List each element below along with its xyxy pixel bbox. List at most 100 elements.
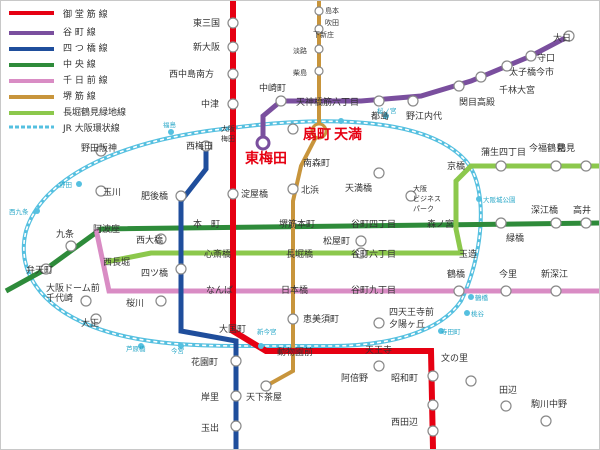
label-nipponbashi: 日本橋 [281, 284, 308, 296]
jr-marker [438, 328, 444, 334]
station-marker[interactable] [95, 145, 107, 157]
label-tanimachi4: 谷町四丁目 [351, 219, 396, 230]
label-tenma-highlight: 天満 [334, 126, 362, 143]
legend-sakaisuji: 堺 筋 線 [63, 90, 96, 102]
label-osakaumeda-1: 大阪 [221, 124, 235, 133]
label-shinsaibashi: 心斎橋 [204, 248, 231, 260]
label-nishiumeda: 西梅田 [186, 140, 213, 152]
station-marker[interactable] [230, 390, 242, 402]
station-marker[interactable] [550, 217, 562, 229]
station-marker[interactable] [155, 233, 167, 245]
station-marker[interactable] [373, 167, 385, 179]
station-marker[interactable] [540, 415, 552, 427]
jr-label-teradacho: 寺田町 [441, 328, 461, 336]
station-marker-ougimachi[interactable] [310, 122, 328, 140]
station-marker[interactable] [580, 160, 592, 172]
label-hokko: 島本 [325, 6, 339, 15]
station-marker[interactable] [287, 183, 299, 195]
station-marker[interactable] [230, 355, 242, 367]
station-marker[interactable] [407, 95, 419, 107]
station-marker[interactable] [355, 235, 367, 247]
jr-label-imamiya: 今宮 [171, 346, 184, 355]
station-marker[interactable] [314, 6, 324, 16]
jr-label-momodani: 桃谷 [471, 309, 485, 318]
station-marker[interactable] [495, 160, 507, 172]
jr-marker [76, 181, 82, 187]
station-marker[interactable] [287, 123, 299, 135]
legend-yotsubashi: 四 つ 橋 線 [63, 42, 108, 54]
station-marker[interactable] [580, 217, 592, 229]
station-marker[interactable] [227, 188, 239, 200]
station-marker[interactable] [373, 317, 385, 329]
station-marker[interactable] [227, 98, 239, 110]
station-marker[interactable] [427, 425, 439, 437]
station-marker[interactable] [155, 295, 167, 307]
label-tanimachi6: 谷町六丁目 [351, 248, 396, 260]
legend-chuo: 中 央 線 [63, 58, 96, 70]
jr-marker-tenma [338, 118, 344, 124]
station-marker[interactable] [275, 95, 287, 107]
station-marker[interactable] [563, 30, 575, 42]
station-marker[interactable] [230, 420, 242, 432]
label-honmachi: 本 町 [193, 218, 220, 230]
label-nishitanabe: 西田辺 [391, 417, 418, 428]
jr-label-ashiharabashi: 芦原橋 [126, 344, 146, 353]
station-marker[interactable] [550, 160, 562, 172]
label-minamimorimachi: 南森町 [303, 157, 330, 169]
jr-label-tsuruhashi: 鶴橋 [475, 293, 489, 302]
label-tenmabashi: 天満橋 [345, 182, 372, 194]
label-shinosaka: 新大阪 [193, 41, 220, 53]
station-marker[interactable] [260, 380, 272, 392]
station-marker[interactable] [227, 68, 239, 80]
station-marker[interactable] [90, 313, 102, 325]
station-marker[interactable] [227, 17, 239, 29]
label-sakaisujihonmachi: 堺筋本町 [279, 218, 315, 230]
label-ougimachi-highlight: 扇町 [303, 126, 331, 143]
station-marker[interactable] [373, 95, 385, 107]
jr-marker [258, 343, 264, 349]
station-marker[interactable] [175, 190, 187, 202]
jr-marker [138, 343, 144, 349]
station-marker[interactable] [501, 60, 513, 72]
station-marker[interactable] [314, 66, 324, 76]
station-marker[interactable] [495, 217, 507, 229]
station-marker[interactable] [287, 313, 299, 325]
station-marker[interactable] [550, 285, 562, 297]
station-marker[interactable] [95, 185, 107, 197]
station-marker-higashiumeda[interactable] [255, 135, 271, 151]
station-marker[interactable] [227, 41, 239, 53]
label-tsuruhashi: 鶴橋 [447, 268, 465, 280]
label-taishibashi: 太子橋今市 [509, 66, 554, 78]
label-doubutsuenmae: 動物園前 [277, 346, 313, 358]
station-marker[interactable] [314, 44, 324, 54]
station-marker[interactable] [427, 370, 439, 382]
label-moriguchi: 守口 [537, 52, 555, 64]
station-marker[interactable] [355, 247, 367, 259]
station-marker[interactable] [40, 263, 52, 275]
station-marker[interactable] [65, 240, 77, 252]
station-marker[interactable] [500, 400, 512, 412]
legend-midosuji: 御 堂 筋 線 [63, 8, 108, 20]
station-marker[interactable] [500, 285, 512, 297]
label-nakazakicho: 中崎町 [259, 82, 286, 94]
label-komagawa: 駒川中野 [531, 398, 567, 410]
label-nonakauchi: 野江内代 [406, 110, 442, 122]
station-marker[interactable] [314, 24, 324, 34]
label-tanimachi9: 谷町九丁目 [351, 285, 396, 296]
station-marker[interactable] [475, 71, 487, 83]
station-marker[interactable] [525, 50, 537, 62]
station-marker[interactable] [453, 80, 465, 92]
station-marker[interactable] [175, 263, 187, 275]
station-marker[interactable] [405, 190, 417, 202]
label-taisho: 大正 [81, 317, 99, 329]
station-marker[interactable] [200, 140, 212, 152]
jr-marker [468, 294, 474, 300]
station-marker[interactable] [427, 399, 439, 411]
station-marker[interactable] [453, 285, 465, 297]
station-marker[interactable] [465, 375, 477, 387]
station-marker[interactable] [80, 295, 92, 307]
jr-marker [168, 129, 174, 135]
jr-marker [464, 310, 470, 316]
station-marker[interactable] [373, 360, 385, 372]
